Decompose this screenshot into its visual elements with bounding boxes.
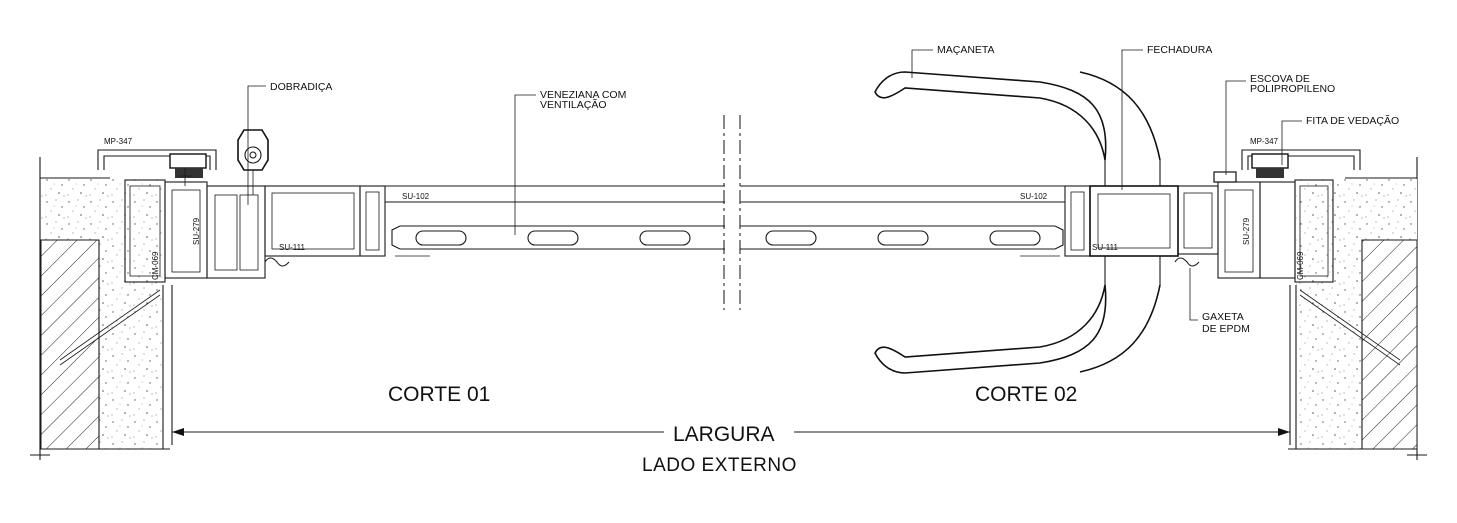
label-lado-externo: LADO EXTERNO xyxy=(642,455,797,476)
label-largura: LARGURA xyxy=(673,423,775,446)
profile-mp-right: MP-347 xyxy=(1250,137,1279,146)
label-dobradica: DOBRADIÇA xyxy=(270,81,332,93)
left-wall xyxy=(30,157,170,460)
label-macaneta: MAÇANETA xyxy=(937,44,995,56)
label-veneziana-line1: VENEZIANA COM xyxy=(540,89,626,101)
label-escova-line1: ESCOVA DE xyxy=(1250,73,1310,85)
left-frame xyxy=(97,149,386,283)
label-gaxeta-line1: GAXETA xyxy=(1202,311,1244,323)
profile-su111-right: SU-111 xyxy=(1092,243,1118,252)
door-handle xyxy=(874,71,1161,374)
lock xyxy=(1089,160,1179,285)
profile-su102-right: SU-102 xyxy=(1020,192,1048,201)
hinge xyxy=(237,129,269,195)
label-gaxeta-line2: DE EPDM xyxy=(1202,323,1250,335)
label-escova-line2: POLIPROPILENO xyxy=(1250,83,1335,95)
profile-mp-left: MP-347 xyxy=(104,137,133,146)
profile-cm069-left: CM-069 xyxy=(151,251,160,280)
leader-lines xyxy=(247,49,1302,321)
label-fechadura: FECHADURA xyxy=(1147,44,1212,56)
profile-cm069-right: CM-069 xyxy=(1296,251,1305,280)
right-frame xyxy=(1064,149,1361,283)
profile-su111-left: SU-111 xyxy=(279,243,305,252)
profile-su102-left: SU-102 xyxy=(402,192,430,201)
label-corte-01: CORTE 01 xyxy=(388,383,490,406)
label-corte-02: CORTE 02 xyxy=(975,383,1077,406)
dimension-largura xyxy=(171,285,1291,445)
right-wall xyxy=(1288,157,1427,460)
label-fita: FITA DE VEDAÇÃO xyxy=(1306,114,1399,127)
profile-su279-right: SU-279 xyxy=(1242,217,1251,245)
profile-su279-left: SU-279 xyxy=(192,217,201,245)
label-veneziana-line2: VENTILAÇÃO xyxy=(540,98,607,111)
door-leaf xyxy=(385,115,1065,310)
